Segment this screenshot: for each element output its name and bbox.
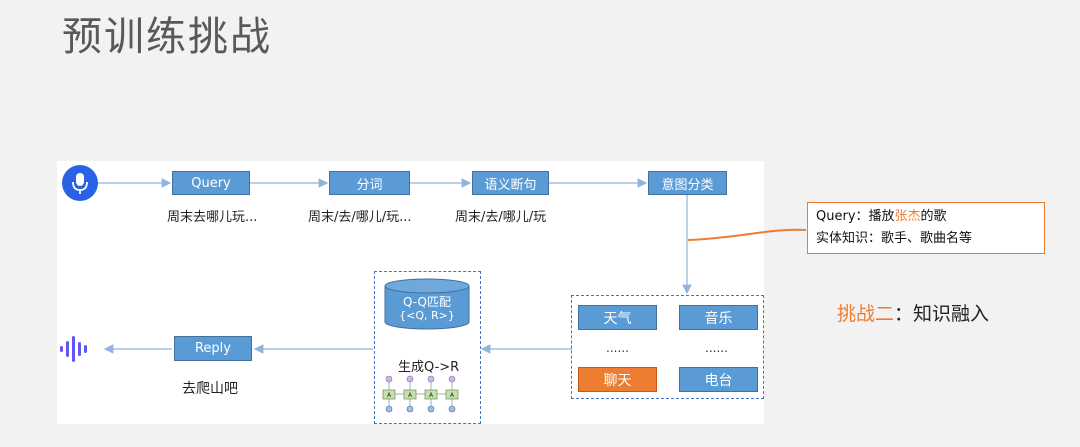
knowledge-callout: Query：播放张杰的歌 实体知识：歌手、歌曲名等 — [807, 202, 1045, 254]
intent-radio[interactable]: 电台 — [679, 367, 758, 392]
sentence-break-box[interactable]: 语义断句 — [472, 171, 549, 195]
reply-caption: 去爬山吧 — [182, 381, 238, 397]
seq2seq-diagram: A A A A — [382, 375, 459, 413]
challenge-prefix: 挑战二 — [837, 303, 895, 325]
callout-query-suffix: 的歌 — [920, 209, 947, 224]
query-caption: 周末去哪儿玩... — [167, 210, 258, 225]
soundwave-icon[interactable] — [58, 334, 98, 364]
segment-caption: 周末/去/哪儿/玩... — [308, 210, 412, 225]
segment-box[interactable]: 分词 — [329, 171, 410, 195]
generation-group — [374, 271, 481, 424]
sentence-break-caption: 周末/去/哪儿/玩 — [455, 210, 547, 225]
rnn-cell-4: A — [450, 392, 455, 399]
intent-chat[interactable]: 聊天 — [578, 367, 657, 392]
microphone-icon[interactable] — [62, 165, 98, 201]
intent-more-left: ...... — [606, 341, 629, 355]
challenge-heading: 挑战二：知识融入 — [837, 299, 989, 326]
rnn-cell-3: A — [429, 392, 434, 399]
intent-box[interactable]: 意图分类 — [648, 171, 727, 195]
qq-pairs-label: {<Q, R>} — [399, 309, 455, 322]
challenge-suffix: ：知识融入 — [894, 303, 990, 325]
page-title: 预训练挑战 — [62, 14, 272, 60]
reply-box[interactable]: Reply — [174, 336, 252, 361]
query-box[interactable]: Query — [172, 171, 250, 195]
rnn-cell-1: A — [387, 392, 392, 399]
qq-match-database[interactable]: Q-Q匹配 {<Q, R>} — [384, 278, 470, 330]
callout-entity: 张杰 — [894, 209, 921, 224]
generate-label: 生成Q->R — [398, 360, 460, 375]
intent-group — [571, 295, 764, 399]
callout-query-prefix: Query：播放 — [816, 209, 895, 224]
callout-line-1: Query：播放张杰的歌 — [816, 206, 1036, 228]
intent-weather[interactable]: 天气 — [578, 305, 657, 330]
rnn-cell-2: A — [408, 392, 413, 399]
intent-music[interactable]: 音乐 — [679, 305, 758, 330]
callout-line-2: 实体知识：歌手、歌曲名等 — [816, 231, 973, 246]
qq-match-label: Q-Q匹配 — [403, 295, 451, 309]
intent-more-right: ...... — [705, 341, 728, 355]
